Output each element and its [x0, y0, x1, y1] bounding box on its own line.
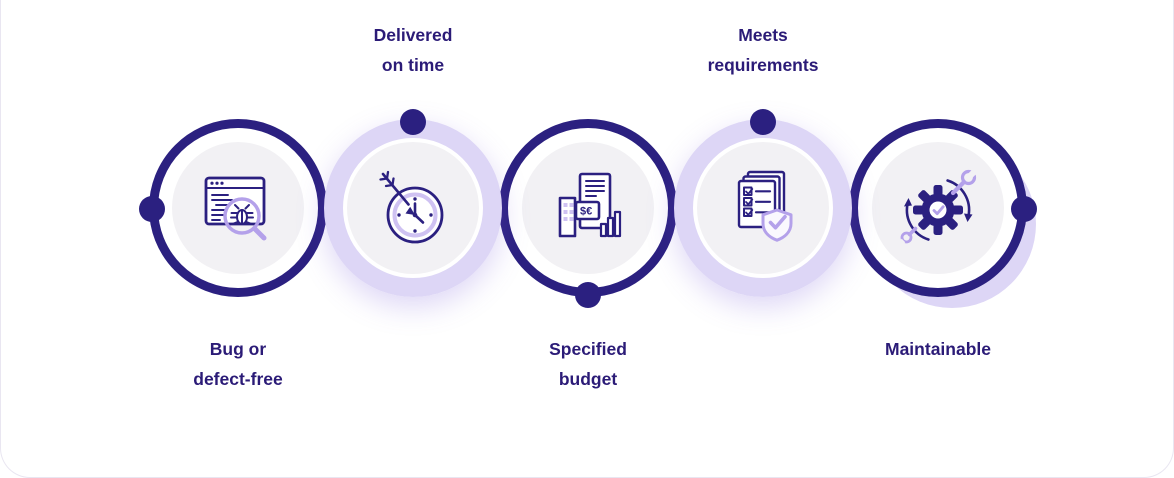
step-label: Meets requirements: [623, 20, 903, 80]
bug-search-icon: [204, 176, 267, 241]
step-specified-budget: $€ Specified budget: [499, 0, 677, 478]
gear-refresh-wrench-icon: [897, 166, 980, 247]
step-label-line: Maintainable: [885, 339, 991, 359]
step-ring: [324, 119, 502, 297]
step-label: Bug or defect-free: [98, 334, 378, 394]
icon-disc: [172, 142, 304, 274]
step-label-line: Meets: [738, 25, 788, 45]
wrench: [950, 166, 980, 196]
step-ring: [674, 119, 852, 297]
step-bug-or-defect-free: Bug or defect-free: [139, 0, 327, 478]
step-label-line: on time: [381, 55, 445, 75]
step-label: Delivered on time: [273, 20, 553, 80]
budget-documents-icon: $€: [558, 172, 622, 238]
document-lines: [585, 180, 605, 197]
step-label-line: requirements: [707, 55, 819, 75]
step-label-line: Specified: [549, 339, 627, 359]
icon-disc: [347, 142, 479, 274]
step-label-line: defect-free: [193, 369, 283, 389]
connector-dot: [139, 196, 165, 222]
icon-disc: $€: [522, 142, 654, 274]
connector-dot: [750, 109, 776, 135]
step-meets-requirements: Meets requirements: [674, 0, 852, 478]
step-ring: [849, 119, 1027, 297]
money-panel: [574, 200, 601, 221]
step-delivered-on-time: Delivered on time: [324, 0, 502, 478]
building-windows: [563, 203, 574, 221]
connector-dot: [400, 109, 426, 135]
step-label-line: budget: [558, 369, 618, 389]
gear: [913, 185, 963, 235]
icon-disc: [697, 142, 829, 274]
refresh-arrows: [904, 179, 973, 241]
checklist-shield-icon: [737, 170, 793, 242]
checklist-rows: [743, 186, 772, 217]
step-label-line: Bug or: [209, 339, 267, 359]
step-label: Maintainable: [798, 334, 1078, 364]
bug-glyph: [230, 204, 254, 225]
connector-dot: [575, 282, 601, 308]
bar-chart: [599, 210, 622, 238]
step-ring: [149, 119, 327, 297]
step-ring: $€: [499, 119, 677, 297]
small-wrench: [897, 226, 918, 247]
dart-arrow: [379, 170, 415, 215]
code-lines: [211, 194, 233, 221]
currency-text: $€: [580, 206, 592, 218]
step-label: Specified budget: [448, 334, 728, 394]
clock-arrow-icon: [379, 170, 444, 244]
icon-disc: [872, 142, 1004, 274]
step-label-line: Delivered: [373, 25, 453, 45]
step-maintainable: Maintainable: [849, 0, 1037, 478]
shield-check: [768, 214, 787, 230]
connector-dot: [1011, 196, 1037, 222]
